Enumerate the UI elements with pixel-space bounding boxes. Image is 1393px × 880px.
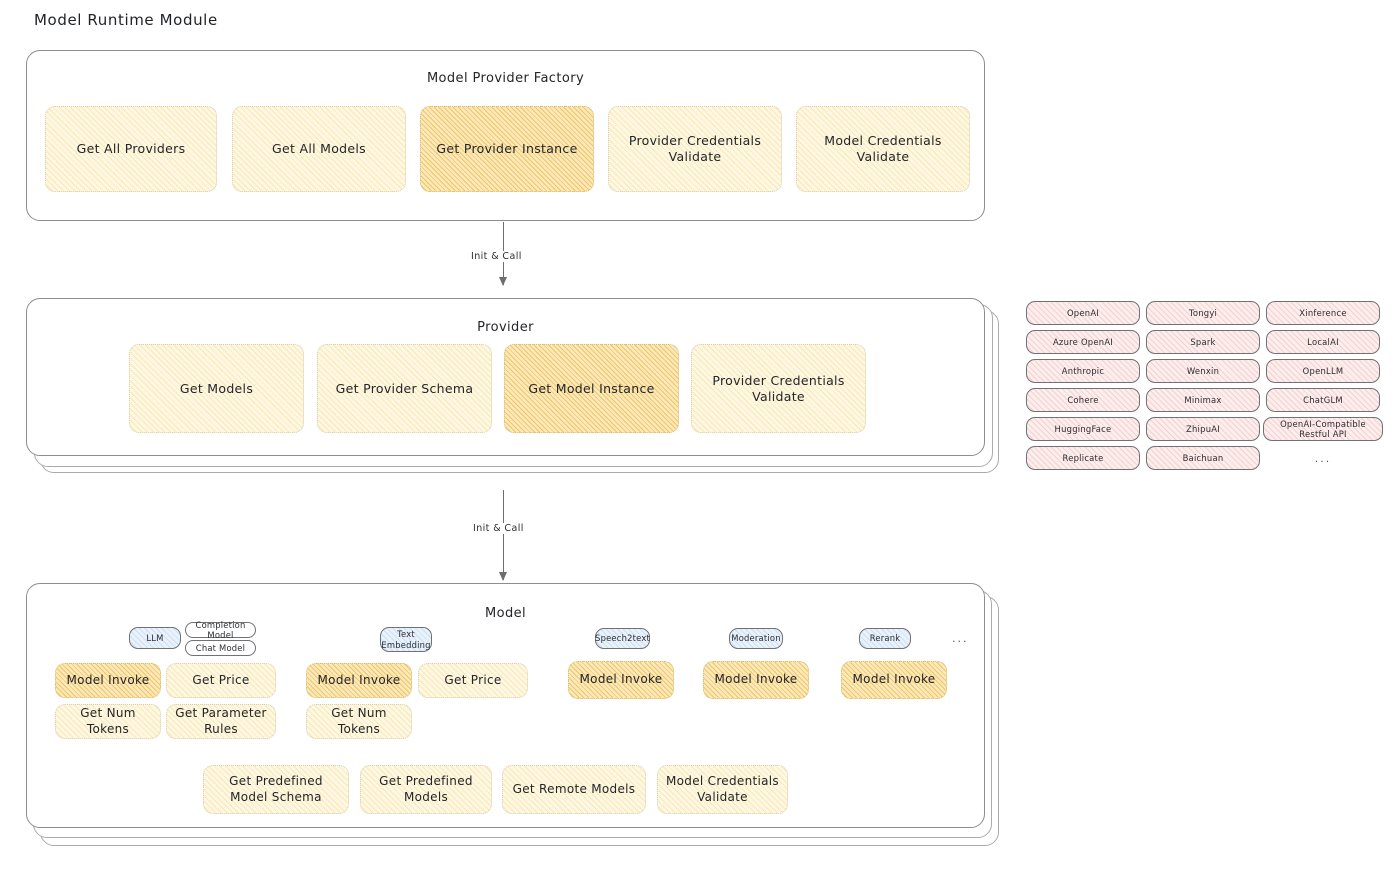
- model-badge-rerank[interactable]: Rerank: [859, 628, 911, 649]
- model-container: Model: [26, 583, 985, 828]
- model-common-node-get-predefined-models[interactable]: Get Predefined Models: [360, 765, 492, 814]
- provider-chip-baichuan[interactable]: Baichuan: [1146, 446, 1260, 470]
- provider-chip-openllm[interactable]: OpenLLM: [1266, 359, 1380, 383]
- model-subtag-chat-model[interactable]: Chat Model: [185, 640, 256, 656]
- factory-node-get-all-providers[interactable]: Get All Providers: [45, 106, 217, 192]
- factory-node-model-credentials-validate[interactable]: Model Credentials Validate: [796, 106, 970, 192]
- model-node-text-embedding-get-price[interactable]: Get Price: [418, 663, 528, 698]
- model-node-llm-model-invoke[interactable]: Model Invoke: [55, 663, 161, 698]
- provider-chip-cohere[interactable]: Cohere: [1026, 388, 1140, 412]
- provider-chip-zhipuai[interactable]: ZhipuAI: [1146, 417, 1260, 441]
- provider-chip-tongyi[interactable]: Tongyi: [1146, 301, 1260, 325]
- model-common-node-model-credentials-validate[interactable]: Model Credentials Validate: [657, 765, 788, 814]
- model-node-text-embedding-model-invoke[interactable]: Model Invoke: [306, 663, 412, 698]
- arrow-label-init-and-call-2: Init & Call: [470, 523, 527, 534]
- arrow-label-init-and-call-1: Init & Call: [468, 251, 525, 262]
- page-title: Model Runtime Module: [34, 11, 218, 29]
- provider-node-get-provider-schema[interactable]: Get Provider Schema: [317, 344, 492, 433]
- model-badge-llm[interactable]: LLM: [129, 627, 181, 649]
- arrow-head-icon: [498, 572, 507, 581]
- model-title: Model: [484, 606, 527, 621]
- provider-chip-huggingface[interactable]: HuggingFace: [1026, 417, 1140, 441]
- provider-chip-spark[interactable]: Spark: [1146, 330, 1260, 354]
- factory-node-get-all-models[interactable]: Get All Models: [232, 106, 406, 192]
- factory-node-get-provider-instance[interactable]: Get Provider Instance: [420, 106, 594, 192]
- provider-node-provider-credentials-validate[interactable]: Provider Credentials Validate: [691, 344, 866, 433]
- model-node-llm-get-num-tokens[interactable]: Get Num Tokens: [55, 704, 161, 739]
- arrow-head-icon: [498, 277, 507, 286]
- provider-chip-replicate[interactable]: Replicate: [1026, 446, 1140, 470]
- provider-list-ellipsis: ...: [1314, 452, 1332, 465]
- provider-chip-localai[interactable]: LocalAI: [1266, 330, 1380, 354]
- provider-chip-azure-openai[interactable]: Azure OpenAI: [1026, 330, 1140, 354]
- model-subtag-completion-model[interactable]: Completion Model: [185, 620, 256, 640]
- provider-chip-anthropic[interactable]: Anthropic: [1026, 359, 1140, 383]
- provider-chip-chatglm[interactable]: ChatGLM: [1266, 388, 1380, 412]
- model-badge-text-embedding[interactable]: Text Embedding: [380, 627, 432, 652]
- model-badge-speech2text[interactable]: Speech2text: [595, 628, 650, 649]
- provider-title: Provider: [477, 320, 534, 335]
- provider-chip-xinference[interactable]: Xinference: [1266, 301, 1380, 325]
- provider-node-get-model-instance[interactable]: Get Model Instance: [504, 344, 679, 433]
- provider-chip-minimax[interactable]: Minimax: [1146, 388, 1260, 412]
- model-provider-factory-title: Model Provider Factory: [426, 71, 585, 86]
- provider-chip-openai[interactable]: OpenAI: [1026, 301, 1140, 325]
- model-node-llm-get-parameter-rules[interactable]: Get Parameter Rules: [166, 704, 276, 739]
- model-common-node-get-predefined-model-schema[interactable]: Get Predefined Model Schema: [203, 765, 349, 814]
- model-common-node-get-remote-models[interactable]: Get Remote Models: [502, 765, 646, 814]
- model-badge-moderation[interactable]: Moderation: [729, 628, 783, 649]
- factory-node-provider-credentials-validate[interactable]: Provider Credentials Validate: [608, 106, 782, 192]
- arrow-line: [503, 490, 505, 580]
- model-node-text-embedding-get-num-tokens[interactable]: Get Num Tokens: [306, 704, 412, 739]
- provider-chip-openai-compatible-restful-api[interactable]: OpenAI-Compatible Restful API: [1263, 417, 1383, 441]
- model-node-speech2text-model-invoke[interactable]: Model Invoke: [568, 661, 674, 699]
- model-node-rerank-model-invoke[interactable]: Model Invoke: [841, 661, 947, 699]
- model-node-moderation-model-invoke[interactable]: Model Invoke: [703, 661, 809, 699]
- provider-chip-wenxin[interactable]: Wenxin: [1146, 359, 1260, 383]
- model-node-llm-get-price[interactable]: Get Price: [166, 663, 276, 698]
- provider-node-get-models[interactable]: Get Models: [129, 344, 304, 433]
- model-groups-ellipsis: ...: [952, 632, 969, 645]
